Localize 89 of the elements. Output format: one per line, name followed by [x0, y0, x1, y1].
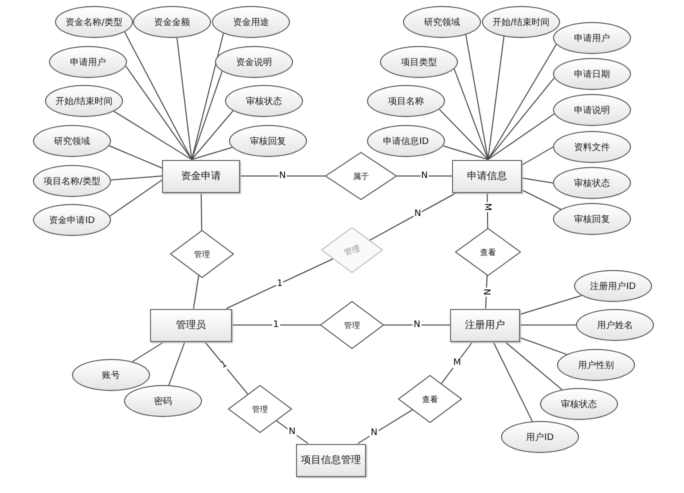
- attribute-ellipse: 资金说明: [215, 46, 293, 78]
- attribute-ellipse: 用户ID: [501, 421, 579, 453]
- connector-line: [357, 409, 413, 444]
- connector-line: [110, 176, 162, 180]
- attribute-ellipse: 申请日期: [553, 58, 631, 90]
- connector-line: [191, 110, 234, 160]
- cardinality-label: N: [481, 288, 492, 296]
- connector-line: [465, 34, 489, 160]
- attribute-ellipse: 申请用户: [553, 22, 631, 54]
- relationship-diamond: 查看: [455, 228, 521, 276]
- attribute-ellipse: 审核状态: [553, 167, 631, 199]
- relationship-diamond: 管理: [320, 301, 384, 349]
- cardinality-label: N: [278, 171, 287, 181]
- attribute-ellipse: 开始/结束时间: [45, 85, 123, 117]
- connector-line: [191, 146, 233, 160]
- connector-line: [109, 180, 162, 217]
- attribute-ellipse: 研究领域: [33, 125, 111, 157]
- connector-line: [125, 65, 192, 160]
- connector-line: [124, 31, 192, 160]
- attribute-ellipse: 用户姓名: [576, 309, 654, 341]
- connector-line: [176, 37, 192, 160]
- attribute-ellipse: 用户性别: [557, 349, 635, 381]
- connector-line: [504, 341, 562, 390]
- cardinality-label: M: [482, 202, 492, 212]
- attribute-ellipse: 注册用户ID: [574, 270, 652, 302]
- attribute-ellipse: 审核状态: [540, 388, 618, 420]
- connector-line: [488, 44, 557, 160]
- attribute-ellipse: 项目名称/类型: [33, 165, 111, 197]
- attribute-ellipse: 审核回复: [553, 203, 631, 235]
- connector-line: [488, 77, 555, 160]
- connector-line: [522, 146, 554, 166]
- attribute-ellipse: 项目类型: [380, 46, 458, 78]
- connector-line: [132, 341, 166, 362]
- connector-line: [384, 324, 450, 326]
- connector-line: [369, 192, 458, 241]
- entity-box: 注册用户: [450, 308, 520, 342]
- cardinality-label: M: [452, 358, 462, 368]
- cardinality-label: 1: [218, 358, 230, 372]
- connector-line: [522, 178, 554, 184]
- connector-line: [191, 32, 224, 160]
- connector-line: [520, 295, 582, 315]
- entity-box: 项目信息管理: [296, 444, 366, 476]
- cardinality-label: N: [420, 171, 429, 181]
- connector-line: [520, 337, 568, 355]
- connector-line: [438, 108, 489, 160]
- entity-box: 申请信息: [452, 160, 522, 192]
- attribute-ellipse: 项目名称: [367, 85, 445, 117]
- attribute-ellipse: 审核回复: [229, 125, 307, 157]
- connector-line: [193, 275, 200, 309]
- relationship-diamond: 查看: [398, 375, 462, 423]
- cardinality-label: N: [413, 208, 422, 219]
- attribute-ellipse: 资金名称/类型: [55, 6, 133, 38]
- connector-line: [191, 70, 223, 160]
- attribute-ellipse: 资金金额: [133, 6, 211, 38]
- attribute-ellipse: 研究领域: [403, 6, 481, 38]
- attribute-ellipse: 密码: [124, 385, 202, 417]
- cardinality-label: N: [412, 320, 422, 330]
- relationship-diamond: 管理: [170, 230, 234, 278]
- connector-line: [226, 258, 334, 309]
- connector-line: [168, 341, 186, 386]
- attribute-ellipse: 申请信息ID: [367, 125, 445, 157]
- connector-line: [113, 110, 192, 160]
- connector-line: [492, 341, 533, 422]
- connector-line: [108, 145, 162, 168]
- connector-line: [520, 324, 576, 326]
- relationship-diamond: 管理: [321, 227, 383, 273]
- cardinality-label: 1: [276, 278, 284, 289]
- connector-line: [204, 341, 248, 395]
- attribute-ellipse: 审核状态: [225, 85, 303, 117]
- entity-box: 管理员: [150, 308, 232, 342]
- attribute-ellipse: 申请用户: [49, 46, 127, 78]
- connector-line: [488, 36, 504, 160]
- attribute-ellipse: 开始/结束时间: [482, 6, 560, 38]
- connector-line: [232, 324, 320, 326]
- connector-line: [200, 192, 202, 231]
- connector-line: [454, 68, 489, 160]
- connector-line: [488, 113, 555, 160]
- attribute-ellipse: 账号: [72, 359, 150, 391]
- attribute-ellipse: 资金用途: [212, 6, 290, 38]
- entity-box: 资金申请: [162, 160, 240, 192]
- connector-line: [486, 192, 488, 229]
- relationship-diamond: 属于: [325, 152, 397, 200]
- attribute-ellipse: 资金申请ID: [33, 204, 111, 236]
- cardinality-label: N: [370, 428, 379, 438]
- connector-line: [522, 190, 562, 210]
- cardinality-label: 1: [272, 320, 280, 330]
- attribute-ellipse: 资料文件: [553, 131, 631, 163]
- attribute-ellipse: 申请说明: [553, 94, 631, 126]
- connector-line: [442, 145, 489, 160]
